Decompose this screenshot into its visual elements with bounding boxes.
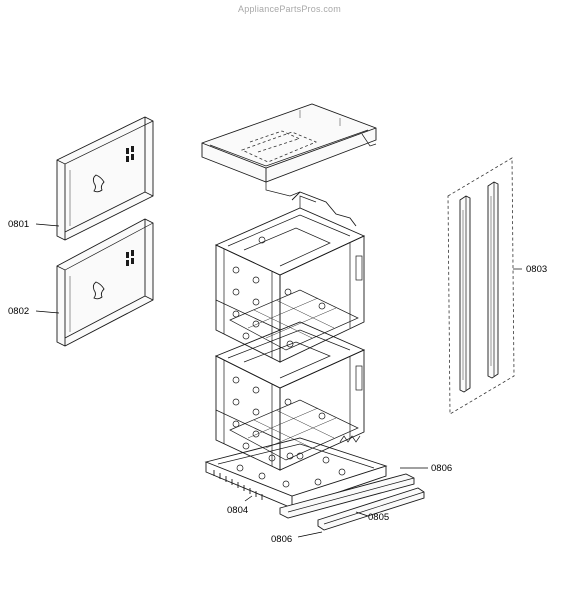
label-0801: 0801 [8,219,29,230]
base-plate-holes [236,452,346,488]
label-0806-lower: 0806 [271,534,292,545]
watermark: AppliancePartsPros.com [238,4,341,14]
label-0804: 0804 [227,505,248,516]
lower-cavity-frame [214,321,366,471]
upper-frame-bolts [232,266,260,340]
label-0806-upper: 0806 [431,463,452,474]
label-0805: 0805 [368,512,389,523]
leader-lines [35,223,522,538]
upper-cavity-frame [214,191,366,363]
trim-strip-upper-0806 [279,473,415,519]
lower-frame-bolts [232,376,260,450]
part-labels: 0801 0802 0803 0804 0805 0806 0806 [8,219,547,545]
trim-strip-0805 [317,487,425,531]
base-plate-vents [213,470,263,500]
label-0803: 0803 [526,264,547,275]
label-0802: 0802 [8,306,29,317]
rail-right [487,181,499,379]
top-cover [201,103,377,197]
side-panel-0801 [56,116,154,241]
rail-group-0803 [447,157,515,415]
side-panel-0802 [56,218,154,347]
rail-left [459,195,471,393]
